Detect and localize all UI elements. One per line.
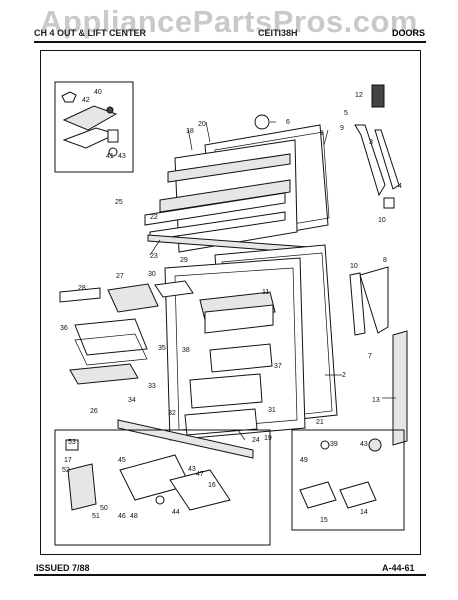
fresh-food-door-assembly bbox=[164, 244, 338, 441]
diagram-frame bbox=[40, 50, 421, 555]
callout-21: 21 bbox=[316, 419, 324, 426]
callout-49: 49 bbox=[300, 457, 308, 464]
header-rule bbox=[34, 41, 426, 43]
callout-24: 24 bbox=[252, 437, 260, 444]
callout-23: 23 bbox=[150, 253, 158, 260]
callout-32: 32 bbox=[168, 410, 176, 417]
callout-16: 16 bbox=[208, 482, 216, 489]
callout-22: 22 bbox=[150, 214, 158, 221]
callout-36: 36 bbox=[60, 325, 68, 332]
callout-1: 1 bbox=[320, 130, 324, 137]
callout-labels: 1 2 3 4 5 6 7 8 9 10 10 11 12 13 14 15 1… bbox=[60, 89, 402, 524]
callout-41: 41 bbox=[106, 153, 114, 160]
callout-6: 6 bbox=[286, 119, 290, 126]
header-title: CH 4 OUT & LIFT CENTER bbox=[34, 28, 146, 38]
inset-hinge-bottom bbox=[54, 429, 271, 546]
callout-19: 19 bbox=[264, 435, 272, 442]
callout-10b: 10 bbox=[378, 217, 386, 224]
callout-34: 34 bbox=[128, 397, 136, 404]
callout-43b: 43 bbox=[188, 466, 196, 473]
callout-43c: 43 bbox=[360, 441, 368, 448]
callout-45: 45 bbox=[118, 457, 126, 464]
callout-4: 4 bbox=[398, 183, 402, 190]
watermark: AppliancePartsPros.com bbox=[40, 4, 418, 39]
callout-40: 40 bbox=[94, 89, 102, 96]
footer-rule bbox=[34, 574, 426, 576]
issued-date: ISSUED 7/88 bbox=[36, 563, 90, 573]
leader-lines bbox=[149, 121, 396, 441]
callout-39: 39 bbox=[330, 441, 338, 448]
callout-18: 18 bbox=[186, 128, 194, 135]
callout-42: 42 bbox=[82, 97, 90, 104]
callout-38: 38 bbox=[182, 347, 190, 354]
callout-9: 9 bbox=[340, 125, 344, 132]
callout-37: 37 bbox=[274, 363, 282, 370]
callout-31: 31 bbox=[268, 407, 276, 414]
freezer-door-assembly bbox=[144, 114, 330, 253]
callout-35: 35 bbox=[158, 345, 166, 352]
callout-11: 11 bbox=[262, 289, 269, 296]
callout-10a: 10 bbox=[350, 263, 358, 270]
callout-5: 5 bbox=[344, 110, 348, 117]
callout-20: 20 bbox=[198, 121, 206, 128]
inset-hinge-right bbox=[291, 429, 405, 531]
callout-15: 15 bbox=[320, 517, 328, 524]
callout-26: 26 bbox=[90, 408, 98, 415]
callout-43: 43 bbox=[118, 153, 126, 160]
callout-48: 48 bbox=[130, 513, 138, 520]
callout-2: 2 bbox=[342, 372, 346, 379]
callout-30: 30 bbox=[148, 271, 156, 278]
callout-7: 7 bbox=[368, 353, 372, 360]
page-code: A-44-61 bbox=[382, 563, 415, 573]
callout-51: 51 bbox=[92, 513, 100, 520]
callout-14: 14 bbox=[360, 509, 368, 516]
inset-hinge-top bbox=[54, 81, 134, 173]
callout-13: 13 bbox=[372, 397, 380, 404]
callout-53: 53 bbox=[68, 439, 76, 446]
header-model: CEITI38H bbox=[258, 28, 298, 38]
callout-25: 25 bbox=[115, 199, 123, 206]
callout-50: 50 bbox=[100, 505, 108, 512]
callout-17: 17 bbox=[64, 457, 72, 464]
callout-12: 12 bbox=[355, 92, 363, 99]
door-hinges-and-handles bbox=[349, 84, 408, 446]
header-section: DOORS bbox=[392, 28, 426, 38]
callout-33: 33 bbox=[148, 383, 156, 390]
callout-28: 28 bbox=[78, 285, 86, 292]
callout-27: 27 bbox=[116, 273, 124, 280]
callout-29: 29 bbox=[180, 257, 188, 264]
callout-46: 46 bbox=[118, 513, 126, 520]
callout-47: 47 bbox=[196, 471, 204, 478]
callout-44: 44 bbox=[172, 509, 180, 516]
callout-8: 8 bbox=[383, 257, 387, 264]
callout-52: 52 bbox=[62, 467, 70, 474]
callout-3: 3 bbox=[369, 139, 373, 146]
door-bins bbox=[59, 280, 194, 385]
